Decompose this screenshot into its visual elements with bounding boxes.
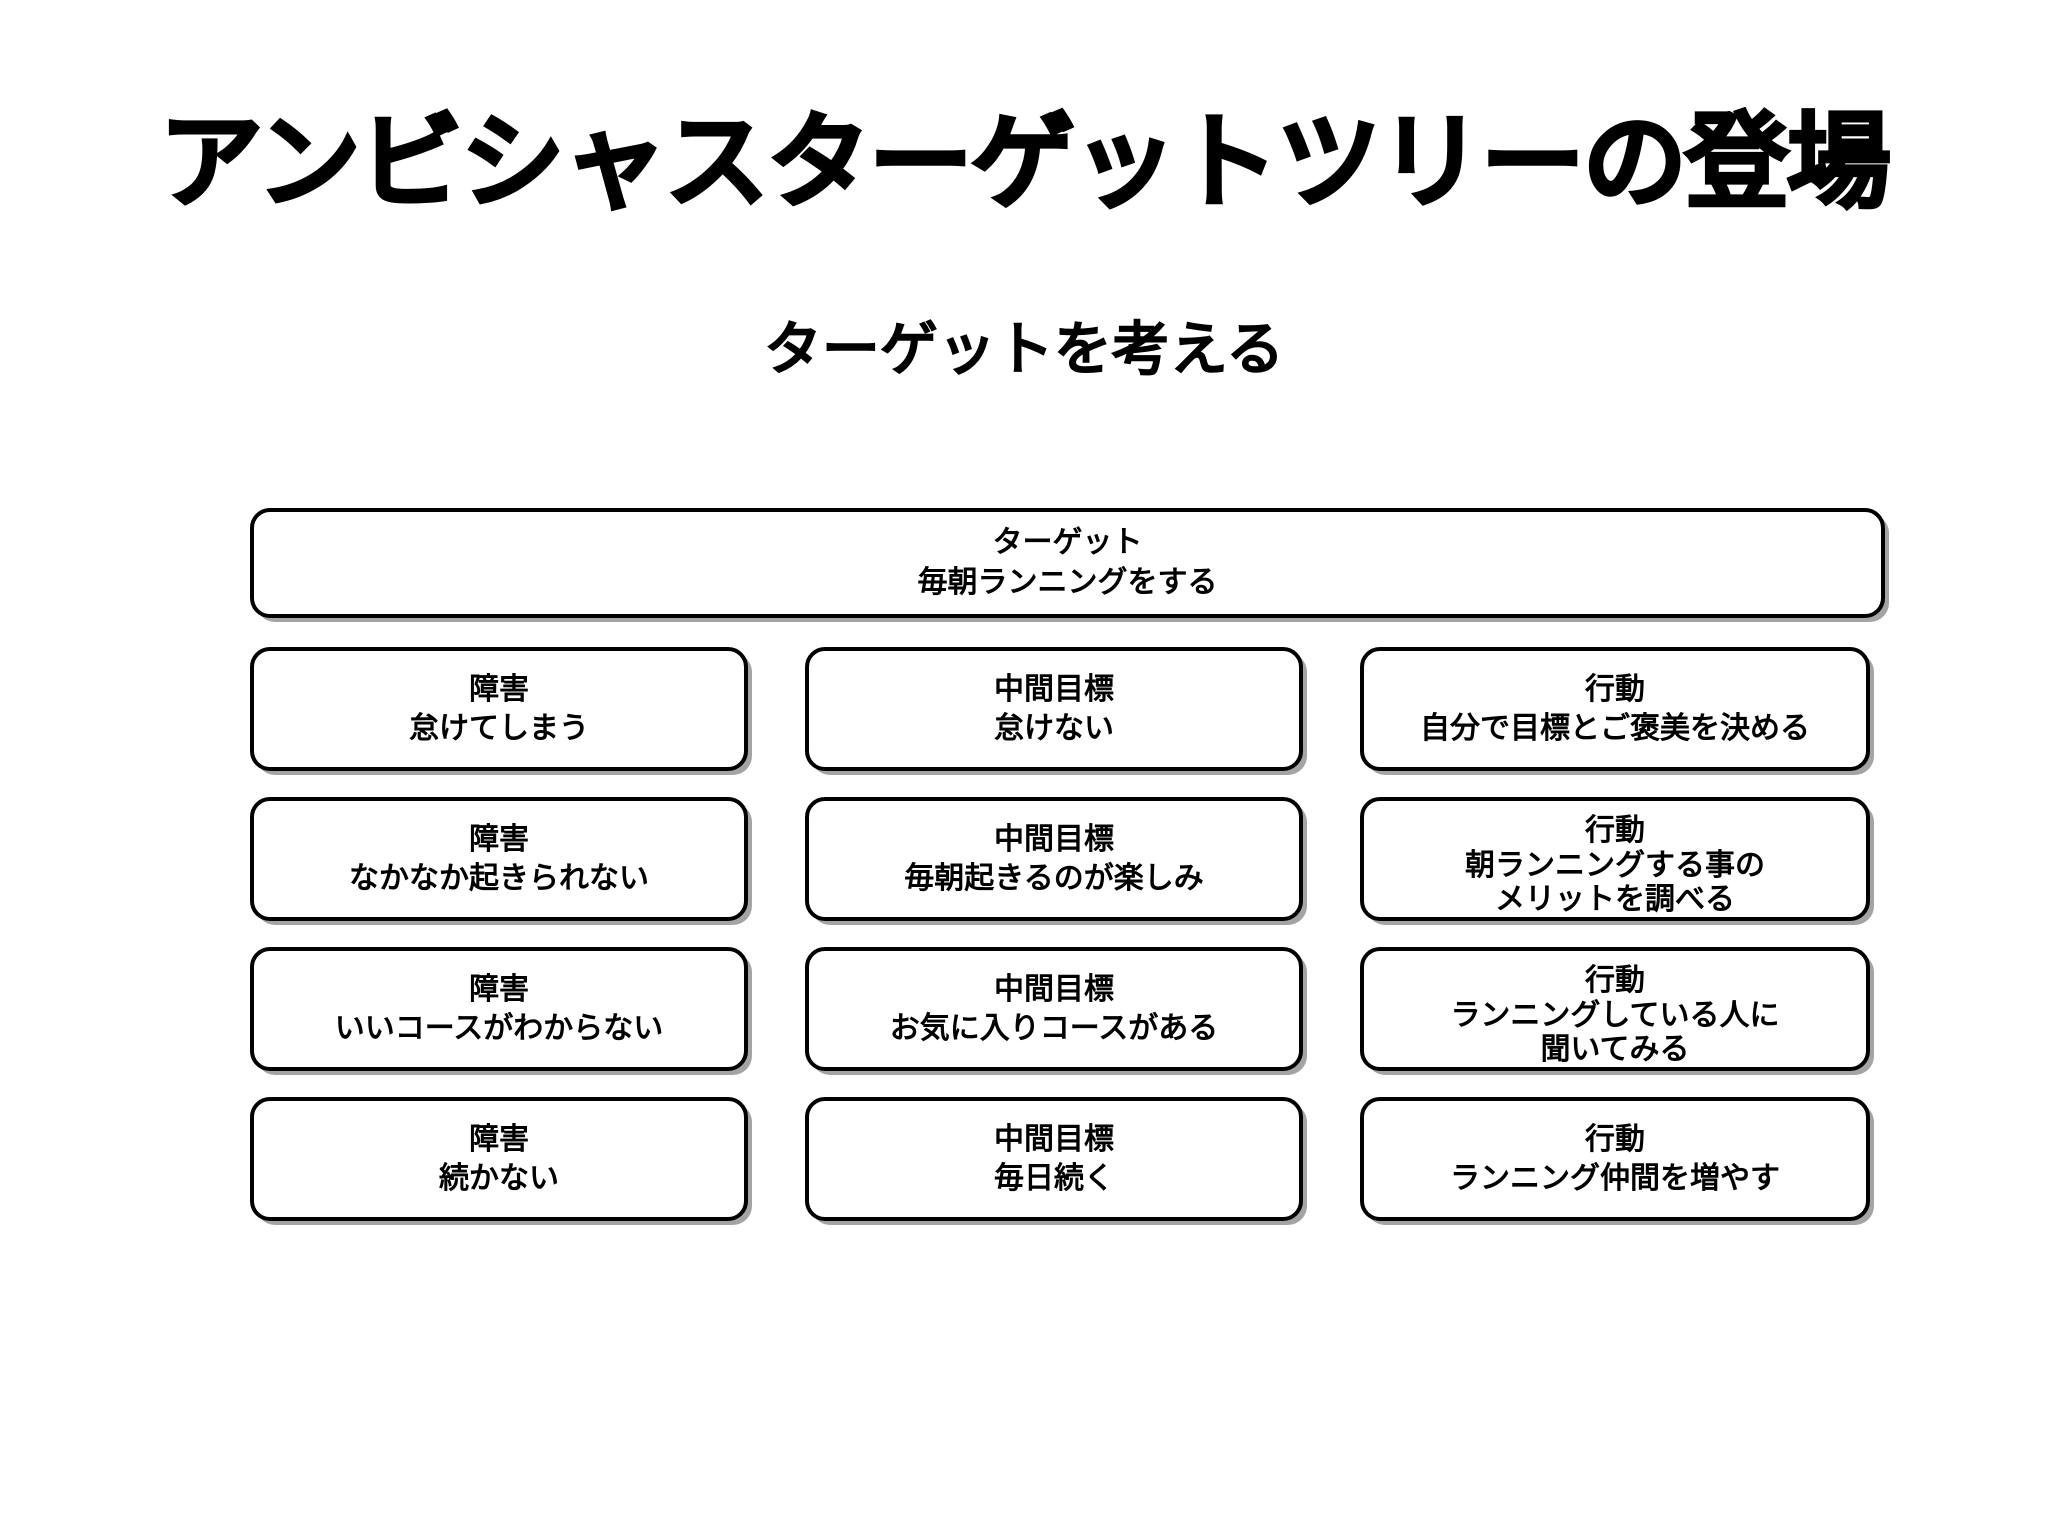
intermediate-objective-node-4: 中間目標 毎日続く	[805, 1097, 1303, 1221]
node-heading: 障害	[469, 822, 529, 857]
node-text: なかなか起きられない	[349, 861, 649, 896]
node-text-line-2: 聞いてみる	[1540, 1032, 1690, 1068]
node-heading: 行動	[1585, 672, 1645, 707]
obstacle-node-3: 障害 いいコースがわからない	[250, 947, 748, 1071]
node-text: 自分で目標とご褒美を決める	[1420, 711, 1810, 746]
action-node-3: 行動 ランニングしている人に 聞いてみる	[1360, 947, 1870, 1071]
node-text: お気に入りコースがある	[889, 1011, 1219, 1046]
tree-grid: 障害 怠けてしまう 中間目標 怠けない 行動 自分で目標とご褒美を決める 障害 …	[250, 647, 1890, 1221]
node-text: 続かない	[439, 1161, 559, 1196]
intermediate-objective-node-1: 中間目標 怠けない	[805, 647, 1303, 771]
obstacle-node-2: 障害 なかなか起きられない	[250, 797, 748, 921]
node-text-line-1: 朝ランニングする事の	[1465, 847, 1765, 883]
obstacle-node-1: 障害 怠けてしまう	[250, 647, 748, 771]
action-node-2: 行動 朝ランニングする事の メリットを調べる	[1360, 797, 1870, 921]
target-node-text: 毎朝ランニングをする	[917, 565, 1218, 600]
node-heading: 障害	[469, 672, 529, 707]
action-node-1: 行動 自分で目標とご褒美を決める	[1360, 647, 1870, 771]
intermediate-objective-node-3: 中間目標 お気に入りコースがある	[805, 947, 1303, 1071]
node-text: 毎日続く	[994, 1161, 1114, 1196]
node-heading: 障害	[469, 1122, 529, 1157]
target-node: ターゲット 毎朝ランニングをする	[250, 508, 1885, 618]
node-text-line-1: ランニングしている人に	[1450, 997, 1780, 1033]
node-heading: 中間目標	[994, 1122, 1114, 1157]
node-heading: 行動	[1585, 1122, 1645, 1157]
ambitious-target-tree: ターゲット 毎朝ランニングをする 障害 怠けてしまう 中間目標 怠けない 行動 …	[250, 508, 1890, 1221]
node-heading: 行動	[1585, 812, 1645, 848]
node-text: 怠けない	[994, 711, 1114, 746]
node-heading: 中間目標	[994, 672, 1114, 707]
node-text: 毎朝起きるのが楽しみ	[904, 861, 1204, 896]
node-text: ランニング仲間を増やす	[1450, 1161, 1780, 1196]
obstacle-node-4: 障害 続かない	[250, 1097, 748, 1221]
node-text: いいコースがわからない	[334, 1011, 664, 1046]
page-title: アンビシャスターゲットツリーの登場	[158, 101, 1893, 223]
node-heading: 中間目標	[994, 972, 1114, 1007]
target-node-heading: ターゲット	[992, 525, 1143, 561]
node-text-line-2: メリットを調べる	[1495, 882, 1735, 918]
node-text: 怠けてしまう	[409, 711, 589, 746]
page-subtitle: ターゲットを考える	[763, 315, 1285, 383]
node-heading: 行動	[1585, 962, 1645, 998]
action-node-4: 行動 ランニング仲間を増やす	[1360, 1097, 1870, 1221]
node-heading: 障害	[469, 972, 529, 1007]
intermediate-objective-node-2: 中間目標 毎朝起きるのが楽しみ	[805, 797, 1303, 921]
node-heading: 中間目標	[994, 822, 1114, 857]
